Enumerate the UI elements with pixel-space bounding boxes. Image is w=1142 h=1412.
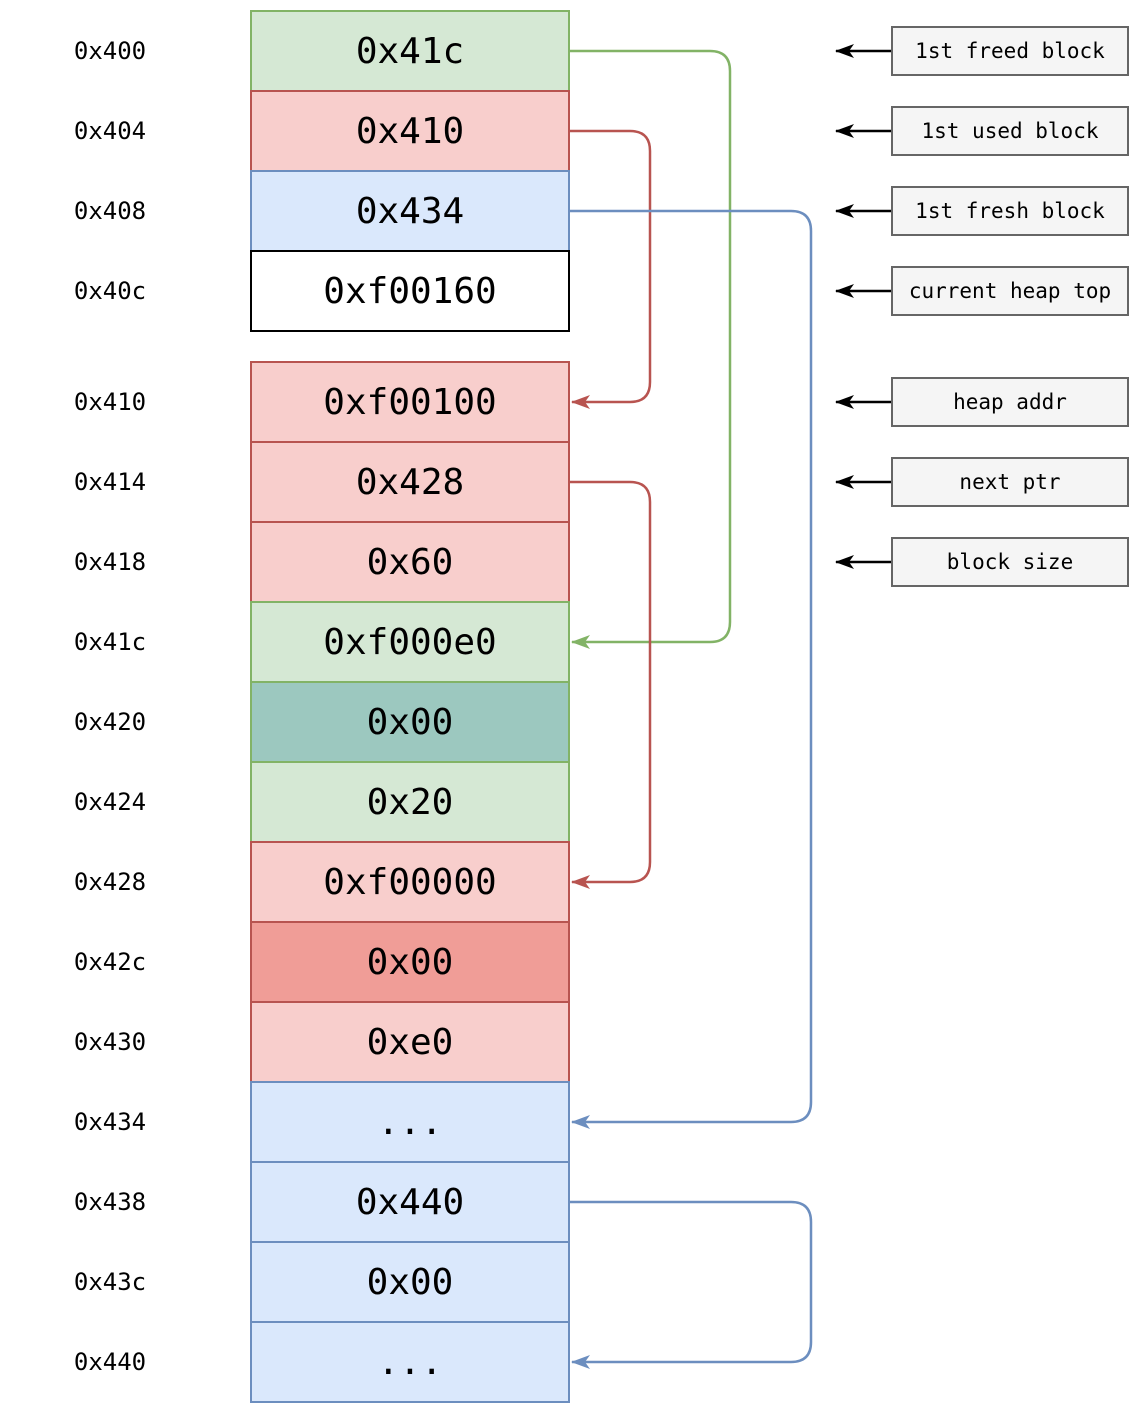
- memory-cell-0x404: 0x410: [250, 90, 570, 172]
- annotation-label: 1st used block: [921, 119, 1099, 143]
- connector-fresh-0x408-to-0x434: [570, 209, 813, 1129]
- address-label: 0x430: [73, 1028, 147, 1056]
- connector-used-0x404-to-0x410: [570, 129, 652, 409]
- annotation-heap-addr: heap addr: [891, 377, 1129, 427]
- annotation-label: next ptr: [959, 470, 1061, 494]
- cell-value: 0x434: [355, 190, 465, 232]
- memory-cell-0x430: 0xe0: [250, 1001, 570, 1083]
- memory-cell-0x418: 0x60: [250, 521, 570, 603]
- cell-value: 0xf000e0: [323, 621, 497, 663]
- address-label: 0x434: [73, 1108, 147, 1136]
- memory-cell-0x424: 0x20: [250, 761, 570, 843]
- memory-cell-0x414: 0x428: [250, 441, 570, 523]
- cell-value: 0x41c: [355, 30, 465, 72]
- annotation-label: heap addr: [953, 390, 1067, 414]
- cell-value: 0xf00000: [323, 861, 497, 903]
- memory-cell-0x438: 0x440: [250, 1161, 570, 1243]
- annotation-label: 1st freed block: [915, 39, 1105, 63]
- cell-value: 0x20: [366, 781, 454, 823]
- memory-cell-0x42c: 0x00: [250, 921, 570, 1003]
- address-label: 0x400: [73, 37, 147, 65]
- address-label: 0x404: [73, 117, 147, 145]
- address-label: 0x440: [73, 1348, 147, 1376]
- cell-value: 0x00: [366, 941, 454, 983]
- cell-value: ...: [377, 1101, 443, 1143]
- address-label: 0x428: [73, 868, 147, 896]
- address-label: 0x42c: [73, 948, 147, 976]
- annotation-current-heap-top: current heap top: [891, 266, 1129, 316]
- annotation-label: current heap top: [908, 279, 1112, 303]
- address-label: 0x43c: [73, 1268, 147, 1296]
- annotation-block-size: block size: [891, 537, 1129, 587]
- address-label: 0x408: [73, 197, 147, 225]
- cell-value: 0x60: [366, 541, 454, 583]
- address-label: 0x40c: [73, 277, 147, 305]
- annotation-1st-fresh-block: 1st fresh block: [891, 186, 1129, 236]
- annotation-label: block size: [946, 550, 1074, 574]
- memory-cell-0x40c: 0xf00160: [250, 250, 570, 332]
- connector-freed-0x400-to-0x41c: [570, 49, 732, 649]
- cell-value: 0x428: [355, 461, 465, 503]
- address-label: 0x420: [73, 708, 147, 736]
- cell-value: 0xe0: [366, 1021, 454, 1063]
- memory-cell-0x428: 0xf00000: [250, 841, 570, 923]
- annotation-label: 1st fresh block: [915, 199, 1105, 223]
- cell-value: 0x00: [366, 701, 454, 743]
- address-label: 0x418: [73, 548, 147, 576]
- address-label: 0x410: [73, 388, 147, 416]
- memory-cell-0x43c: 0x00: [250, 1241, 570, 1323]
- memory-cell-0x410: 0xf00100: [250, 361, 570, 443]
- cell-value: 0xf00160: [323, 270, 497, 312]
- memory-cell-0x434: ...: [250, 1081, 570, 1163]
- cell-value: 0x440: [355, 1181, 465, 1223]
- cell-value: 0x410: [355, 110, 465, 152]
- cell-value: ...: [377, 1341, 443, 1383]
- cell-value: 0x00: [366, 1261, 454, 1303]
- annotation-1st-used-block: 1st used block: [891, 106, 1129, 156]
- memory-cell-0x440: ...: [250, 1321, 570, 1403]
- address-label: 0x414: [73, 468, 147, 496]
- address-label: 0x424: [73, 788, 147, 816]
- memory-cell-0x400: 0x41c: [250, 10, 570, 92]
- memory-cell-0x408: 0x434: [250, 170, 570, 252]
- annotation-1st-freed-block: 1st freed block: [891, 26, 1129, 76]
- connector-next-0x414-to-0x428: [570, 480, 652, 889]
- annotation-next-ptr: next ptr: [891, 457, 1129, 507]
- address-label: 0x41c: [73, 628, 147, 656]
- cell-value: 0xf00100: [323, 381, 497, 423]
- address-label: 0x438: [73, 1188, 147, 1216]
- memory-cell-0x420: 0x00: [250, 681, 570, 763]
- memory-cell-0x41c: 0xf000e0: [250, 601, 570, 683]
- connector-next-0x438-to-0x440: [570, 1200, 813, 1369]
